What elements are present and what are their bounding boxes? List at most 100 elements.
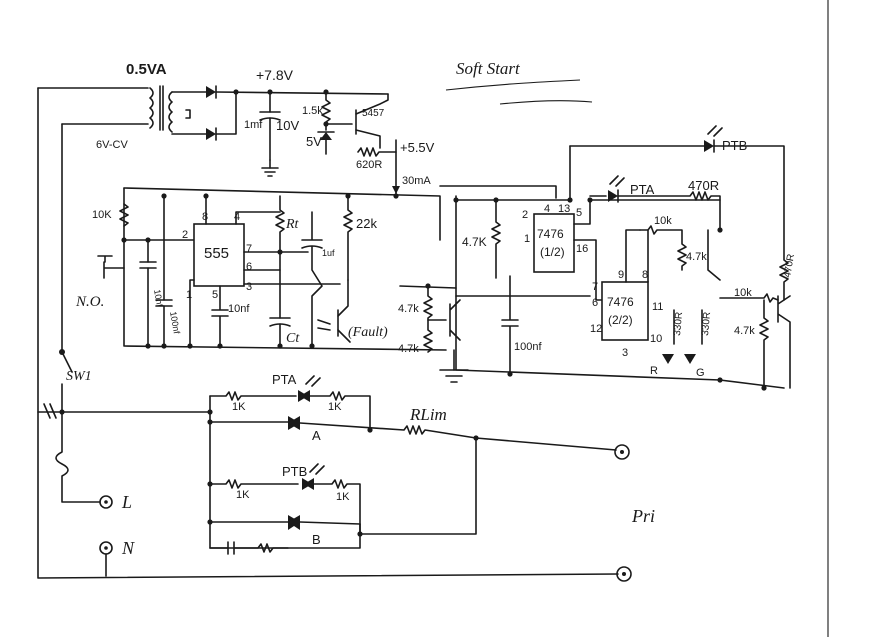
ptb-opto-light [309, 463, 325, 475]
diagram-title: Soft Start [456, 59, 521, 78]
primary-terminal-2[interactable] [616, 566, 632, 582]
cap-100nf-b [501, 275, 519, 375]
opto-light-arrows-icon [317, 319, 331, 331]
switch-pivot [59, 349, 65, 355]
res-4k7-d-label: 4.7k [686, 251, 707, 263]
pta-led-icon [608, 190, 618, 202]
snubber-rc [209, 541, 289, 555]
ff1-pin4: 4 [544, 203, 550, 215]
res-1k-c [209, 479, 299, 489]
ff2-pin9: 9 [618, 269, 624, 281]
triac-b-opto-label: PTB [282, 464, 307, 479]
triac-a-opto-label: PTA [272, 372, 297, 387]
switch-contacts-icon [43, 403, 57, 419]
triac-b-label: B [312, 532, 321, 547]
rlim-label: RLim [409, 405, 447, 424]
res-rt [275, 195, 285, 253]
res-1k-a-label: 1K [232, 401, 246, 413]
live-terminal[interactable] [99, 495, 113, 509]
diode-1-icon [206, 86, 216, 98]
res-10k-c [719, 293, 779, 389]
res-4k7-c [491, 199, 501, 279]
ct-label: Ct [286, 331, 300, 346]
res-1k-d [313, 479, 361, 535]
ff1-pin5: 5 [576, 207, 582, 219]
live-label: L [121, 492, 132, 512]
ff2-top-leads [625, 229, 649, 283]
jfet-label: 5457 [362, 108, 385, 119]
res-10k-timer [119, 203, 129, 227]
chip-top-leads [205, 195, 281, 225]
ff2-pin12: 12 [590, 323, 602, 335]
ff2-pin11: 11 [652, 301, 663, 313]
switch-sw1-label: SW1 [66, 369, 92, 384]
ptb-opto-icon-2 [304, 478, 314, 490]
ground-icon-2 [439, 369, 469, 383]
neutral-label: N [121, 538, 135, 558]
res-1k-a [209, 391, 297, 401]
flipflop-2-chip [601, 281, 649, 341]
current-label: 30mA [402, 175, 431, 187]
rt-junction [243, 251, 309, 271]
switch-sw1-icon[interactable] [61, 351, 73, 373]
triac-b-right [299, 521, 361, 525]
ff1-outputs [573, 199, 721, 301]
pta-opto-light [305, 375, 321, 387]
res-330-b-label: 330R [700, 311, 713, 336]
res-1k5 [321, 91, 331, 131]
centre-tap [185, 109, 191, 119]
res-1k-d-label: 1K [336, 491, 350, 503]
ff1-pin16: 16 [576, 243, 588, 255]
fault-label: (Fault) [348, 325, 388, 340]
transistor-q2 [427, 299, 461, 341]
logic-ground-rail [455, 195, 785, 389]
main-cap-value: 1mf [244, 119, 263, 131]
primary-label: Pri [631, 506, 655, 526]
primary-terminal-1[interactable] [614, 444, 630, 460]
res-22k [343, 195, 353, 281]
res-470-b-label: 470R [782, 253, 797, 278]
transformer-secondary-coil [168, 91, 173, 133]
ptb-led-icon [704, 140, 714, 152]
diode-2-icon [206, 128, 216, 140]
res-1k-c-label: 1K [236, 489, 250, 501]
jfet-drain [355, 93, 389, 115]
res-4k7-a-label: 4.7k [398, 303, 419, 315]
res-1k-b [309, 391, 371, 431]
ff1-pin2: 2 [522, 209, 528, 221]
triac-a-icon-2 [288, 416, 300, 430]
timer-top-rail [123, 187, 441, 241]
pta-led-label: PTA [630, 182, 655, 197]
res-10k-c-label: 10k [734, 287, 752, 299]
pin-3: 3 [246, 281, 252, 293]
junction-dots [121, 89, 767, 391]
flipflop-1-label: 7476 [537, 227, 564, 241]
title-underline [445, 79, 581, 91]
led-green-label: G [696, 367, 705, 379]
flipflop-1-chip [533, 213, 575, 273]
triac-a-label: A [312, 428, 321, 443]
res-4k7-b-label: 4.7k [398, 343, 419, 355]
cap-100nf-b-label: 100nf [514, 341, 542, 353]
res-10k-timer-label: 10K [92, 209, 112, 221]
rail-logic-label: +5.5V [400, 140, 435, 155]
pin-2: 2 [182, 229, 188, 241]
cap-10nf-b-label: 10nf [228, 303, 250, 315]
opto-transistor-leads [337, 279, 351, 343]
pin-6: 6 [246, 261, 252, 273]
pin-1: 1 [186, 289, 192, 301]
res-4k7-c-label: 4.7K [462, 235, 487, 249]
neutral-terminal-dot [104, 546, 108, 550]
led-resistor-leads [673, 309, 703, 345]
cap-1uf [301, 211, 323, 347]
res-rt-label: Rt [285, 217, 300, 232]
triac-b-icon-2 [288, 515, 300, 530]
ff2-pin6: 6 [592, 297, 598, 309]
zener-icon [320, 132, 332, 140]
led-green-icon [684, 354, 696, 364]
logic-top-wire [439, 185, 557, 199]
cap-1uf-label: 1uf [322, 248, 335, 258]
ff2-pin7: 7 [592, 281, 598, 293]
res-4k7-pair [423, 285, 433, 353]
